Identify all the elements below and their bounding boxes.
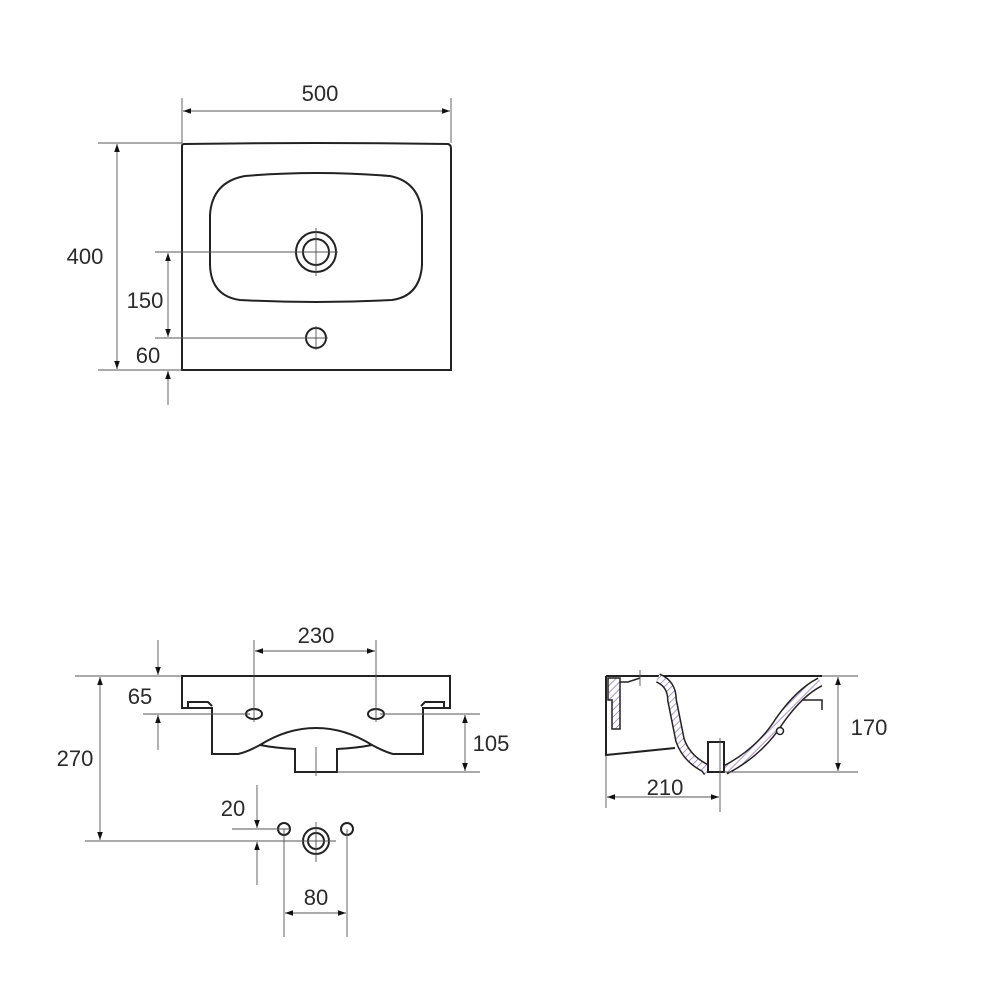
depth-label: 400 xyxy=(67,244,104,269)
drain-height-label: 105 xyxy=(473,731,510,756)
section-bowl-wall xyxy=(655,673,712,775)
section-rear-wall xyxy=(607,677,621,730)
section-height-label: 170 xyxy=(851,715,888,740)
section-depth-label: 210 xyxy=(647,775,684,800)
front-view: 230 65 270 105 20 80 xyxy=(57,623,510,937)
section-drain xyxy=(707,741,725,773)
width-label: 500 xyxy=(302,81,339,106)
basin-outline xyxy=(181,142,452,371)
total-height-label: 270 xyxy=(57,746,94,771)
bowl-outline xyxy=(209,172,423,303)
top-view: 500 400 150 60 xyxy=(67,81,452,405)
drain-offset-label: 150 xyxy=(127,288,164,313)
side-section: 170 210 xyxy=(605,670,888,812)
front-outline xyxy=(181,675,451,755)
tap-spacing-label: 230 xyxy=(298,623,335,648)
overflow-offset-label: 60 xyxy=(136,343,160,368)
hole-spacing-label: 80 xyxy=(304,885,328,910)
hole-offset-label: 20 xyxy=(221,796,245,821)
tap-depth-label: 65 xyxy=(128,684,152,709)
